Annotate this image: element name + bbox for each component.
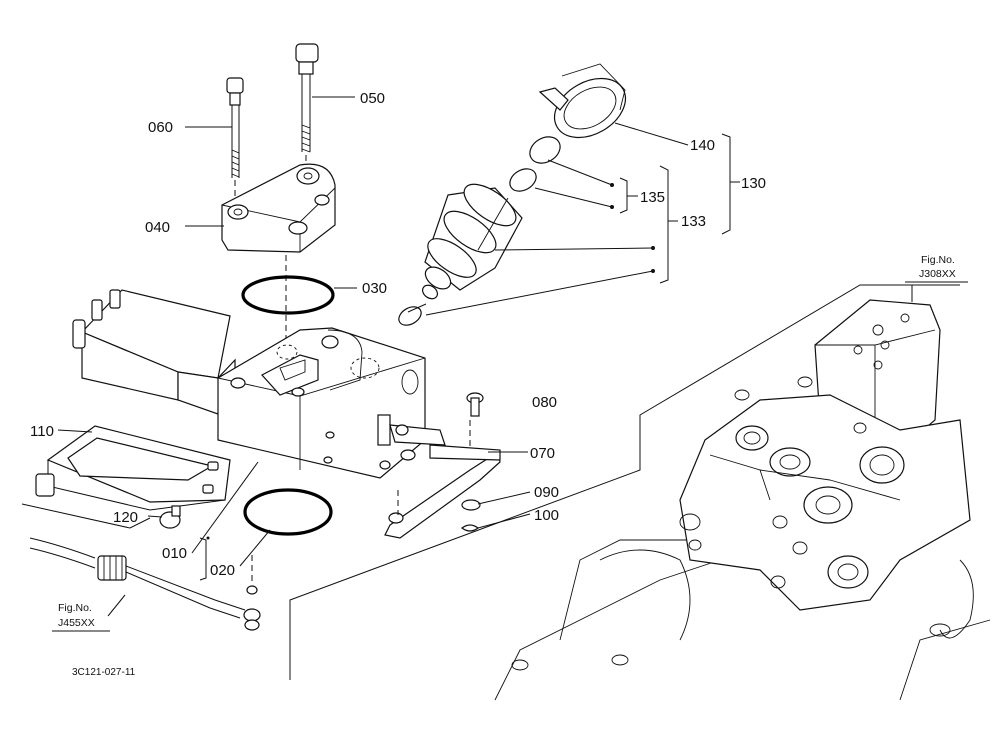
callout-050: 050 (360, 90, 385, 107)
callout-070: 070 (530, 445, 555, 462)
callout-010: 010 (162, 545, 187, 562)
callout-110: 110 (30, 423, 54, 440)
callout-020: 020 (210, 562, 235, 579)
callout-060: 060 (148, 119, 173, 136)
control-cable (29, 537, 261, 631)
o-ring-small (398, 306, 422, 326)
pin-080 (466, 392, 484, 417)
lever-070 (384, 420, 501, 539)
fig-ref-right-line2: J308XX (919, 268, 956, 280)
callout-135: 135 (640, 189, 665, 206)
figure-ref-right: Fig.No. J308XX (905, 254, 968, 283)
fig-ref-left-line2: J455XX (58, 617, 95, 629)
callout-080: 080 (532, 394, 557, 411)
o-ring-135b (529, 136, 561, 164)
hydraulic-housing-assembly (289, 284, 991, 701)
callout-030: 030 (362, 280, 387, 297)
bolt-120 (159, 505, 181, 529)
callout-130: 130 (741, 175, 766, 192)
gasket-plate-110 (21, 425, 231, 529)
bolt-050 (295, 43, 319, 178)
clip-100 (460, 524, 480, 532)
o-ring-135 (509, 168, 537, 192)
spool-assembly-133 (421, 183, 523, 300)
figure-ref-left: Fig.No. J455XX (52, 602, 110, 632)
callout-120: 120 (113, 509, 138, 526)
o-ring-020 (243, 488, 333, 536)
control-valve-body-010 (72, 289, 446, 479)
callout-040: 040 (145, 219, 170, 236)
callout-140: 140 (690, 137, 715, 154)
plug-140 (538, 63, 626, 139)
fig-ref-left-line1: Fig.No. (58, 602, 92, 614)
o-ring-030 (241, 275, 335, 315)
washer-090 (461, 499, 481, 511)
fig-ref-right-line1: Fig.No. (921, 254, 955, 266)
callout-labels: 060 050 040 030 140 130 135 133 080 070 … (30, 90, 766, 579)
drawing-code: 3C121-027-11 (72, 667, 136, 678)
callout-133: 133 (681, 213, 706, 230)
callout-100: 100 (534, 507, 559, 524)
callout-090: 090 (534, 484, 559, 501)
leader-lines (57, 96, 913, 617)
bolt-060 (226, 77, 244, 210)
